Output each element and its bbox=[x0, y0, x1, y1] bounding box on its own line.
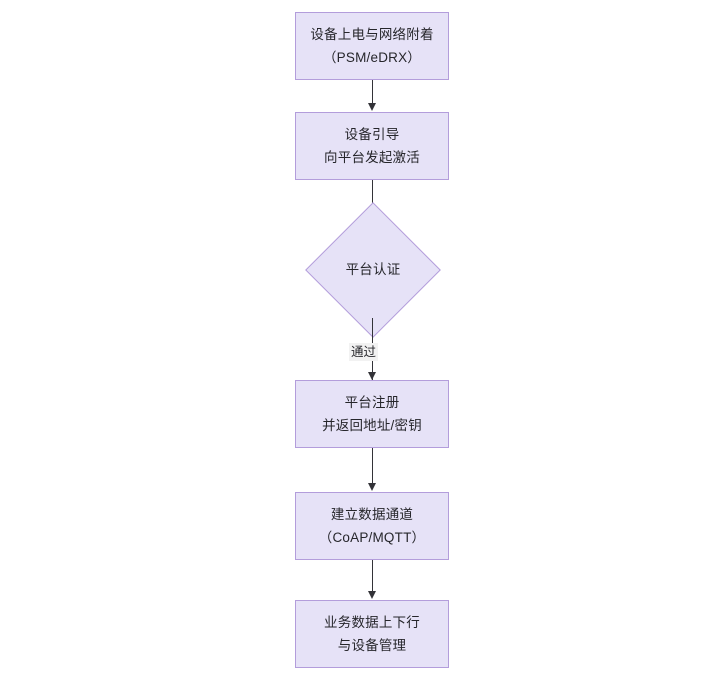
flow-node-line1: 平台认证 bbox=[345, 262, 401, 277]
flow-edge-3-arrowhead bbox=[368, 372, 376, 380]
flow-node-platform-auth[interactable]: 平台认证 bbox=[305, 202, 441, 338]
flow-node-line1: 建立数据通道 bbox=[330, 507, 414, 522]
flow-node-platform-register[interactable]: 平台注册 并返回地址/密钥 bbox=[295, 380, 449, 448]
flow-edge-3-label: 通过 bbox=[349, 343, 379, 361]
flow-node-line2: 与设备管理 bbox=[337, 638, 407, 653]
flow-node-line1: 设备上电与网络附着 bbox=[310, 27, 434, 42]
flow-node-line2: （CoAP/MQTT） bbox=[318, 530, 426, 545]
flow-node-line1: 设备引导 bbox=[344, 127, 400, 142]
flow-node-line2: 向平台发起激活 bbox=[324, 150, 420, 165]
flow-edge-1 bbox=[372, 80, 373, 104]
flow-node-device-bootstrap[interactable]: 设备引导 向平台发起激活 bbox=[295, 112, 449, 180]
flow-node-line2: （PSM/eDRX） bbox=[322, 50, 422, 65]
flow-edge-4-arrowhead bbox=[368, 483, 376, 491]
flow-edge-5 bbox=[372, 560, 373, 592]
flow-edge-4 bbox=[372, 448, 373, 484]
flow-node-power-on[interactable]: 设备上电与网络附着 （PSM/eDRX） bbox=[295, 12, 449, 80]
flow-node-line2: 并返回地址/密钥 bbox=[322, 418, 422, 433]
flow-node-line1: 平台注册 bbox=[344, 395, 400, 410]
flow-edge-5-arrowhead bbox=[368, 591, 376, 599]
flow-edge-1-arrowhead bbox=[368, 103, 376, 111]
flow-node-business-data[interactable]: 业务数据上下行 与设备管理 bbox=[295, 600, 449, 668]
flow-node-line1: 业务数据上下行 bbox=[324, 615, 420, 630]
flow-edge-2 bbox=[372, 180, 373, 216]
flow-node-data-channel[interactable]: 建立数据通道 （CoAP/MQTT） bbox=[295, 492, 449, 560]
